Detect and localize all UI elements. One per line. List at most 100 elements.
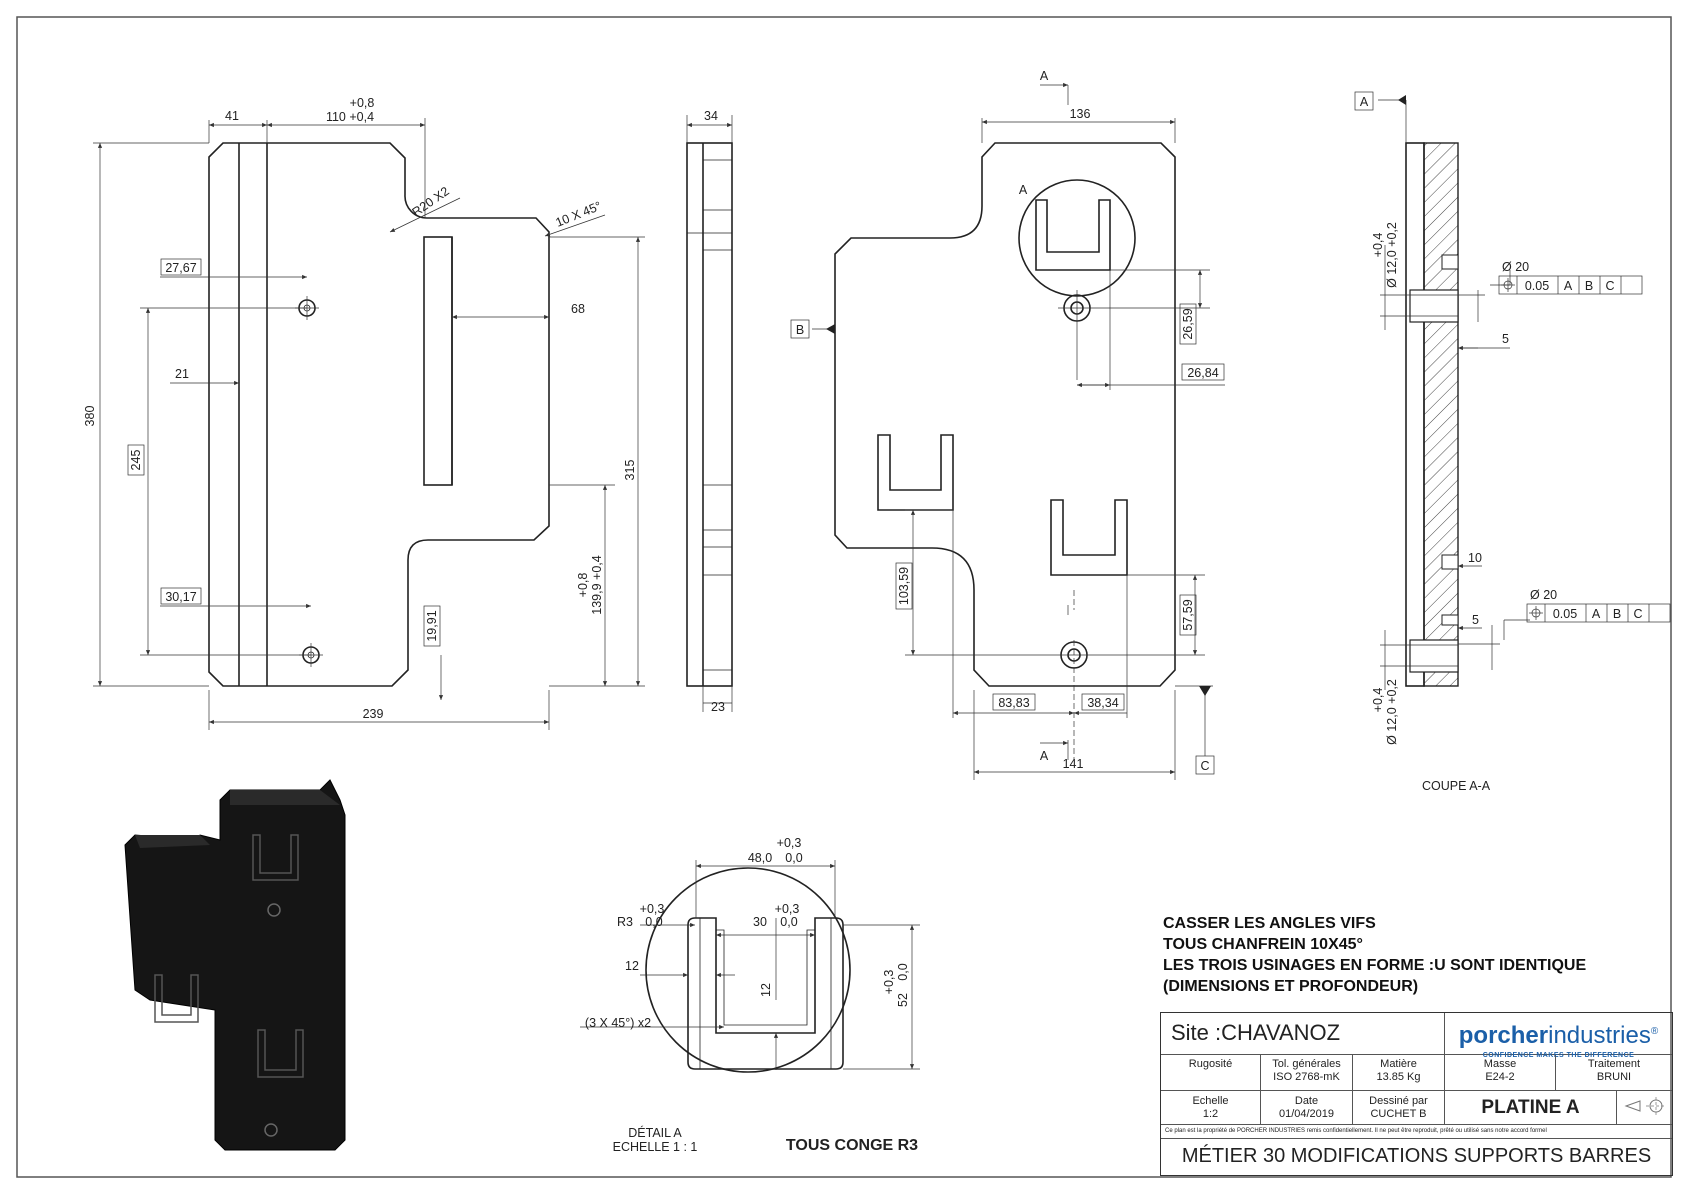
isometric-render <box>124 779 346 1151</box>
dim-30-17: 30,17 <box>165 590 196 604</box>
company-logo: porcherindustries® CONFIDENCE MAKES THE … <box>1445 1013 1672 1059</box>
dim-chamfer: 10 X 45° <box>554 199 604 230</box>
dim-d12-bot-tol: +0,4 <box>1371 688 1385 713</box>
fcf-bot-c: C <box>1633 607 1642 621</box>
sheet-border <box>16 16 1672 1178</box>
datum-b: B <box>796 323 804 337</box>
tous-conge-note: TOUS CONGE R3 <box>786 1137 918 1154</box>
section-arrow-a-bottom: A <box>1040 749 1049 763</box>
dim-27-67: 27,67 <box>165 261 196 275</box>
dim-110-tol: +0,8 <box>350 96 375 110</box>
front-view-labels: 41 +0,8 110 +0,4 380 245 27,67 30,17 21 … <box>83 96 637 721</box>
dim-26-84: 26,84 <box>1187 366 1218 380</box>
fcf-top-c: C <box>1605 279 1614 293</box>
fcf-bottom: Ø 20 0.05 A B C <box>1526 588 1671 623</box>
datum-c: C <box>1200 759 1209 773</box>
detail-48-tol1: +0,3 <box>777 836 802 850</box>
note-3: LES TROIS USINAGES EN FORME :U SONT IDEN… <box>1163 957 1587 974</box>
brand-slogan: CONFIDENCE MAKES THE DIFFERENCE <box>1482 1052 1635 1059</box>
dim-34: 34 <box>704 109 718 123</box>
fcf-bot-b: B <box>1613 607 1621 621</box>
back-view <box>834 142 1176 760</box>
dim-5-bot: 5 <box>1472 613 1479 627</box>
dim-10: 10 <box>1468 551 1482 565</box>
dim-245: 245 <box>129 450 143 471</box>
title-block: Site :CHAVANOZ porcherindustries® CONFID… <box>1160 1012 1673 1176</box>
fcf-top-tol: 0.05 <box>1525 279 1549 293</box>
dim-19-91: 19,91 <box>425 610 439 641</box>
side-view: 34 23 <box>686 109 733 714</box>
note-4: (DIMENSIONS ET PROFONDEUR) <box>1163 978 1419 995</box>
fcf-bot-a: A <box>1592 607 1601 621</box>
detail-a-mark: A <box>1019 183 1028 197</box>
dim-21: 21 <box>175 367 189 381</box>
dim-139-9: 139,9 +0,4 <box>590 555 604 614</box>
detail-scale: ECHELLE 1 : 1 <box>613 1140 698 1154</box>
dim-26-59: 26,59 <box>1181 308 1195 339</box>
detail-12b: 12 <box>759 983 773 997</box>
dim-141: 141 <box>1063 757 1084 771</box>
dim-r20: R20 X2 <box>410 184 452 219</box>
drawing-title: MÉTIER 30 MODIFICATIONS SUPPORTS BARRES <box>1181 1145 1652 1167</box>
detail-30-tol2: 0,0 <box>780 915 797 929</box>
front-view-dimensions <box>93 118 645 730</box>
dim-23: 23 <box>711 700 725 714</box>
dim-139-9-tol: +0,8 <box>576 573 590 598</box>
dim-d12-top-tol: +0,4 <box>1371 233 1385 258</box>
back-view-labels: 136 A A A B 26,59 26,84 103,59 57,59 83,… <box>790 69 1225 775</box>
fcf-top-a: A <box>1564 279 1573 293</box>
dim-d12-bot: Ø 12,0 +0,2 <box>1385 679 1399 745</box>
datum-a: A <box>1360 95 1369 109</box>
dim-110: 110 +0,4 <box>326 110 374 124</box>
dim-239: 239 <box>363 707 384 721</box>
detail-48: 48,0 <box>748 851 772 865</box>
fcf-top: Ø 20 0.05 A B C <box>1498 260 1643 295</box>
detail-30-tol1: +0,3 <box>775 902 800 916</box>
site-field: Site :CHAVANOZ <box>1161 1013 1445 1055</box>
rugosite-cell: Rugosité <box>1161 1055 1261 1091</box>
dim-41: 41 <box>225 109 239 123</box>
dim-5-top: 5 <box>1502 332 1509 346</box>
dim-83-83: 83,83 <box>998 696 1029 710</box>
detail-r3-tol2: 0,0 <box>645 915 662 929</box>
detail-12a: 12 <box>625 959 639 973</box>
dim-380: 380 <box>83 406 97 427</box>
dim-d12-top: Ø 12,0 +0,2 <box>1385 222 1399 288</box>
note-1: CASSER LES ANGLES VIFS <box>1163 915 1376 932</box>
detail-r3-tol1: +0,3 <box>640 902 665 916</box>
detail-chamfer: (3 X 45°) x2 <box>585 1016 651 1030</box>
detail-a: +0,3 48,0 0,0 +0,3 R3 0,0 +0,3 30 0,0 12… <box>580 836 920 1154</box>
detail-52-tol2: 0,0 <box>896 963 910 980</box>
dim-136: 136 <box>1070 107 1091 121</box>
brand-name: porcherindustries® <box>1458 1022 1659 1049</box>
detail-r3: R3 <box>617 915 633 929</box>
section-arrow-a-top: A <box>1040 69 1049 83</box>
note-2: TOUS CHANFREIN 10X45° <box>1163 936 1363 953</box>
detail-30: 30 <box>753 915 767 929</box>
section-title: COUPE A-A <box>1422 779 1491 793</box>
dim-103-59: 103,59 <box>897 567 911 605</box>
general-notes: CASSER LES ANGLES VIFS TOUS CHANFREIN 10… <box>1163 913 1586 997</box>
section-a-a: +0,4 Ø 12,0 +0,2 +0,4 Ø 12,0 +0,2 5 10 5… <box>1354 91 1530 793</box>
phi20-top: Ø 20 <box>1502 260 1529 274</box>
fcf-bot-tol: 0.05 <box>1553 607 1577 621</box>
phi20-bot: Ø 20 <box>1530 588 1557 602</box>
fcf-top-b: B <box>1585 279 1593 293</box>
legal-notice: Ce plan est la propriété de PORCHER INDU… <box>1161 1125 1672 1139</box>
dim-38-34: 38,34 <box>1087 696 1118 710</box>
projection-icon <box>1624 1097 1666 1115</box>
detail-title: DÉTAIL A <box>628 1125 682 1140</box>
projection-symbol <box>1617 1091 1672 1125</box>
detail-52-tol1: +0,3 <box>882 970 896 995</box>
dim-57-59: 57,59 <box>1181 599 1195 630</box>
dim-68: 68 <box>571 302 585 316</box>
